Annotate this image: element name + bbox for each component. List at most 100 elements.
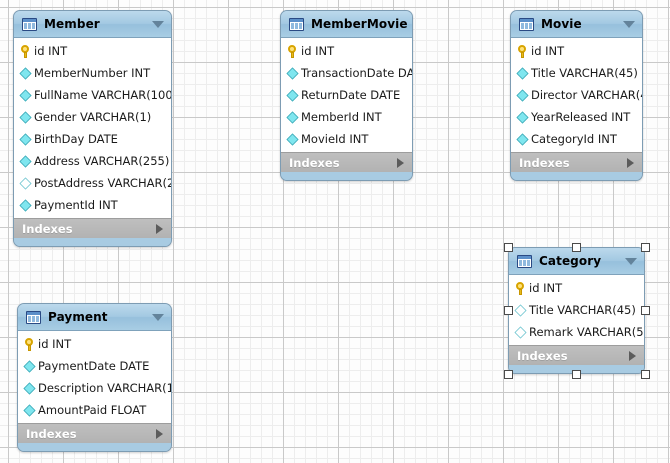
column-icon xyxy=(286,132,299,146)
table-field-row[interactable]: MovieId INT xyxy=(281,128,412,150)
field-label: BirthDay DATE xyxy=(34,132,118,146)
table-field-row[interactable]: Title VARCHAR(45) xyxy=(511,62,642,84)
table-field-row[interactable]: PaymentId INT xyxy=(14,194,171,216)
entity-table-payment[interactable]: Payment id INT PaymentDate DATE Description… xyxy=(17,303,172,452)
table-header[interactable]: Movie xyxy=(511,11,642,38)
table-field-row[interactable]: PaymentDate DATE xyxy=(18,355,171,377)
table-field-row[interactable]: YearReleased INT xyxy=(511,106,642,128)
column-icon xyxy=(516,132,529,146)
table-field-row[interactable]: Title VARCHAR(45) xyxy=(509,299,644,321)
chevron-right-icon[interactable] xyxy=(156,428,163,439)
primary-key-icon xyxy=(20,44,31,58)
indexes-section-toggle[interactable]: Indexes xyxy=(18,423,171,443)
table-field-row[interactable]: id INT xyxy=(14,40,171,62)
field-label: Gender VARCHAR(1) xyxy=(34,110,152,124)
primary-key-icon xyxy=(515,281,526,295)
table-field-row[interactable]: Gender VARCHAR(1) xyxy=(14,106,171,128)
primary-key-icon xyxy=(24,337,35,351)
table-field-row[interactable]: PostAddress VARCHAR(255) xyxy=(14,172,171,194)
field-label: Title VARCHAR(45) xyxy=(531,66,638,80)
chevron-down-icon[interactable] xyxy=(152,20,164,28)
selection-handle[interactable] xyxy=(640,242,650,252)
field-label: id INT xyxy=(38,337,72,351)
table-title: Movie xyxy=(541,17,582,31)
table-field-row[interactable]: id INT xyxy=(281,40,412,62)
selection-handle[interactable] xyxy=(503,369,513,379)
table-field-row[interactable]: FullName VARCHAR(100) xyxy=(14,84,171,106)
chevron-down-icon[interactable] xyxy=(411,20,412,28)
selection-handle[interactable] xyxy=(572,369,581,379)
field-label: PostAddress VARCHAR(255) xyxy=(34,176,171,190)
indexes-section-toggle[interactable]: Indexes xyxy=(509,345,644,365)
field-label: TransactionDate DATE xyxy=(301,66,413,80)
table-header[interactable]: Member xyxy=(14,11,171,38)
table-field-row[interactable]: Remark VARCHAR(500) xyxy=(509,321,644,343)
selection-handle[interactable] xyxy=(640,306,650,315)
column-icon xyxy=(286,110,299,124)
chevron-down-icon[interactable] xyxy=(152,313,164,321)
table-field-list: id INT TransactionDate DATE ReturnDate DAT… xyxy=(281,38,412,152)
indexes-section-toggle[interactable]: Indexes xyxy=(14,218,171,238)
table-field-row[interactable]: MemberNumber INT xyxy=(14,62,171,84)
chevron-right-icon[interactable] xyxy=(627,157,634,168)
column-icon xyxy=(19,110,32,124)
field-label: id INT xyxy=(531,44,565,58)
field-label: CategoryId INT xyxy=(531,132,617,146)
field-label: Description VARCHAR(100) xyxy=(38,381,172,395)
column-icon xyxy=(19,88,32,102)
selection-handle[interactable] xyxy=(503,242,513,252)
field-label: Remark VARCHAR(500) xyxy=(529,325,644,339)
column-icon xyxy=(514,303,527,317)
column-icon xyxy=(23,381,36,395)
chevron-right-icon[interactable] xyxy=(156,223,163,234)
selection-handle[interactable] xyxy=(503,306,513,315)
chevron-right-icon[interactable] xyxy=(629,350,636,361)
table-header[interactable]: Payment xyxy=(18,304,171,331)
chevron-down-icon[interactable] xyxy=(625,257,637,265)
field-label: ReturnDate DATE xyxy=(301,88,401,102)
field-label: MemberNumber INT xyxy=(34,66,151,80)
table-field-row[interactable]: Address VARCHAR(255) xyxy=(14,150,171,172)
indexes-label: Indexes xyxy=(289,155,340,170)
table-field-row[interactable]: id INT xyxy=(509,277,644,299)
column-icon xyxy=(19,176,32,190)
table-field-row[interactable]: id INT xyxy=(18,333,171,355)
table-field-row[interactable]: BirthDay DATE xyxy=(14,128,171,150)
field-label: Director VARCHAR(45) xyxy=(531,88,642,102)
table-icon xyxy=(289,17,304,31)
chevron-right-icon[interactable] xyxy=(397,157,404,168)
primary-key-icon xyxy=(517,44,528,58)
table-header[interactable]: Category xyxy=(509,248,644,275)
indexes-section-toggle[interactable]: Indexes xyxy=(511,152,642,172)
table-field-row[interactable]: TransactionDate DATE xyxy=(281,62,412,84)
table-field-row[interactable]: Description VARCHAR(100) xyxy=(18,377,171,399)
column-icon xyxy=(23,403,36,417)
column-icon xyxy=(19,132,32,146)
indexes-section-toggle[interactable]: Indexes xyxy=(281,152,412,172)
column-icon xyxy=(286,88,299,102)
table-field-row[interactable]: ReturnDate DATE xyxy=(281,84,412,106)
selection-handle[interactable] xyxy=(640,369,650,379)
entity-table-movie[interactable]: Movie id INT Title VARCHAR(45) Director VAR… xyxy=(510,10,643,181)
selection-handle[interactable] xyxy=(572,242,581,252)
chevron-down-icon[interactable] xyxy=(623,20,635,28)
table-icon xyxy=(519,17,534,31)
table-header[interactable]: MemberMovie xyxy=(281,11,412,38)
table-field-list: id INT Title VARCHAR(45) Director VARCHAR(… xyxy=(511,38,642,152)
table-footer-strip xyxy=(511,172,642,180)
table-title: Category xyxy=(539,254,602,268)
table-field-row[interactable]: Director VARCHAR(45) xyxy=(511,84,642,106)
indexes-label: Indexes xyxy=(26,426,77,441)
table-field-list: id INT MemberNumber INT FullName VARCHAR(1… xyxy=(14,38,171,218)
table-field-row[interactable]: CategoryId INT xyxy=(511,128,642,150)
table-field-row[interactable]: AmountPaid FLOAT xyxy=(18,399,171,421)
table-footer-strip xyxy=(18,443,171,451)
table-field-row[interactable]: MemberId INT xyxy=(281,106,412,128)
column-icon xyxy=(23,359,36,373)
table-field-row[interactable]: id INT xyxy=(511,40,642,62)
